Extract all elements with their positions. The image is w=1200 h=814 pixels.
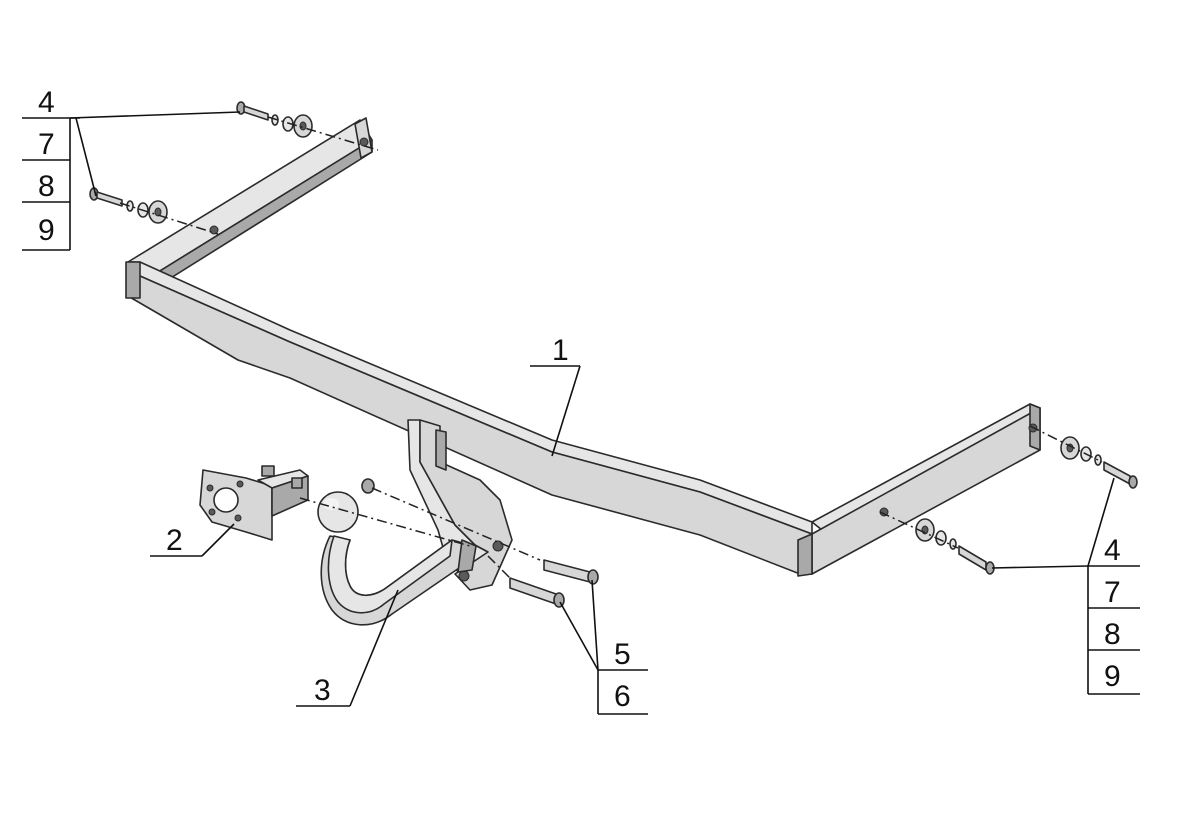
callout-9-left: 9 <box>38 214 55 247</box>
callouts-left: 4 7 8 9 <box>38 86 55 247</box>
left-top-bolt-set <box>236 101 313 138</box>
callout-2: 2 <box>166 524 183 557</box>
ball-mount-bracket <box>407 419 513 591</box>
callout-1: 1 <box>552 334 569 367</box>
tow-ball-neck <box>317 491 477 626</box>
callout-8-right: 8 <box>1104 618 1121 651</box>
callout-8-left: 8 <box>38 170 55 203</box>
callout-7-left: 7 <box>38 128 55 161</box>
callout-6: 6 <box>614 680 631 713</box>
center-lines <box>119 116 1103 581</box>
callout-4-right: 4 <box>1104 534 1121 567</box>
leader-lines <box>22 111 1140 715</box>
callout-4-left: 4 <box>38 86 55 119</box>
callout-7-right: 7 <box>1104 576 1121 609</box>
callout-5: 5 <box>614 638 631 671</box>
main-beam <box>125 117 1041 577</box>
callout-9-right: 9 <box>1104 660 1121 693</box>
callout-3: 3 <box>314 674 331 707</box>
callouts-bolts: 5 6 <box>614 638 631 713</box>
socket-bracket <box>199 465 309 541</box>
callouts-right: 4 7 8 9 <box>1104 534 1121 693</box>
right-top-bolt-set <box>1060 436 1138 489</box>
